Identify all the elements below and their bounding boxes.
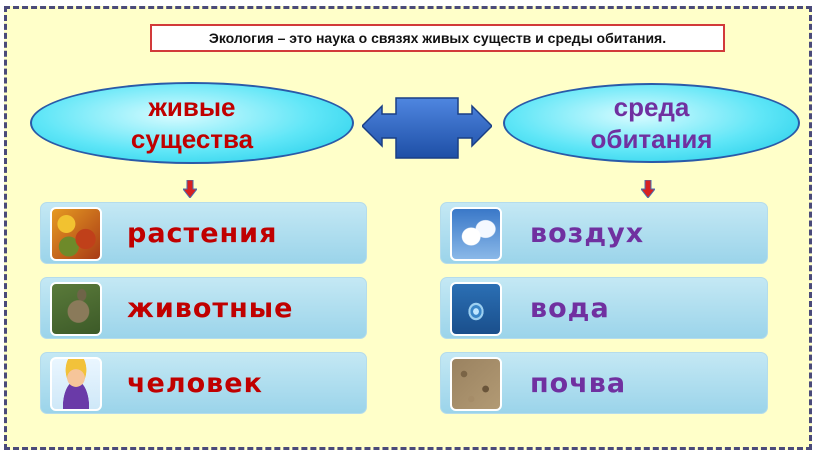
definition-text: Экология – это наука о связях живых суще… xyxy=(208,30,667,46)
list-item-label: воздух xyxy=(530,217,645,249)
living-beings-line2: существа xyxy=(130,124,254,154)
list-item-plants: растения xyxy=(40,202,367,264)
list-item-soil: почва xyxy=(440,352,768,414)
water-drop-icon xyxy=(450,282,502,336)
habitat-oval: среда обитания xyxy=(503,83,800,163)
soil-icon xyxy=(450,357,502,411)
list-item-label: животные xyxy=(127,292,294,324)
list-item-label: растения xyxy=(127,217,278,249)
list-item-label: почва xyxy=(530,367,627,399)
list-item-water: вода xyxy=(440,277,768,339)
habitat-line1: среда xyxy=(613,92,690,122)
list-item-air: воздух xyxy=(440,202,768,264)
autumn-leaves-icon xyxy=(50,207,102,261)
list-item-label: вода xyxy=(530,292,610,324)
living-beings-line1: живые xyxy=(148,92,236,122)
list-item-human: человек xyxy=(40,352,367,414)
down-arrow-icon xyxy=(641,180,655,198)
down-arrow-icon xyxy=(183,180,197,198)
list-item-animals: животные xyxy=(40,277,367,339)
double-arrow-icon xyxy=(362,97,492,159)
sky-clouds-icon xyxy=(450,207,502,261)
child-icon xyxy=(50,357,102,411)
definition-title: Экология – это наука о связях живых суще… xyxy=(150,24,725,52)
living-beings-oval: живые существа xyxy=(30,82,354,164)
habitat-line2: обитания xyxy=(590,124,713,154)
rabbit-icon xyxy=(50,282,102,336)
list-item-label: человек xyxy=(127,367,263,399)
